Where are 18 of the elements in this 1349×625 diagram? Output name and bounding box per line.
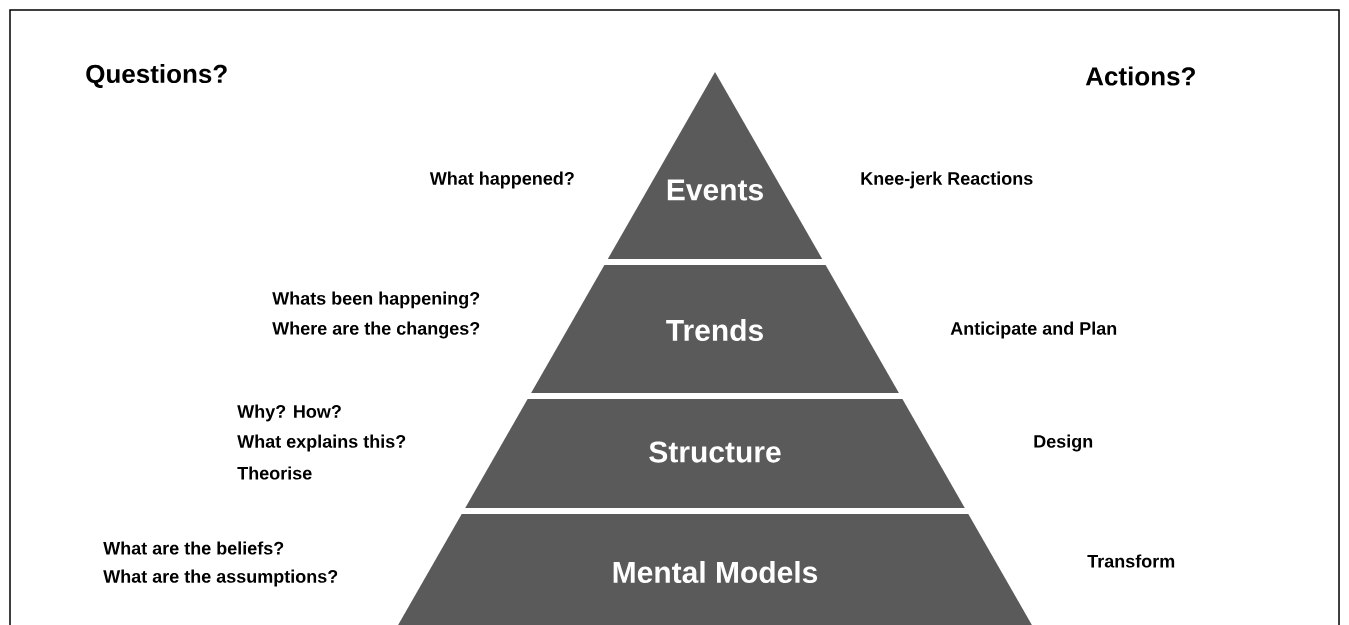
- question-text: Why? How?: [237, 404, 341, 422]
- question-text: What are the assumptions?: [103, 569, 338, 587]
- question-text: What are the beliefs?: [103, 541, 284, 555]
- column-heading: Questions?: [86, 64, 227, 88]
- action-text: Transform: [1087, 554, 1175, 568]
- question-text: Theorise: [237, 466, 312, 480]
- pyramid-band: Trends: [531, 265, 899, 393]
- column-heading: Actions?: [1085, 66, 1195, 86]
- question-text: Whats been happening?: [272, 291, 480, 309]
- question-text: What happened?: [429, 171, 574, 189]
- pyramid-band: Events: [607, 72, 823, 259]
- action-text: Anticipate and Plan: [950, 321, 1117, 339]
- pyramid-band: Mental Models: [398, 514, 1032, 625]
- pyramid-band: Structure: [465, 399, 965, 508]
- question-text: What explains this?: [237, 434, 406, 452]
- action-text: Design: [1034, 434, 1093, 452]
- question-text: Where are the changes?: [272, 321, 480, 339]
- action-text: Knee-jerk Reactions: [861, 171, 1033, 189]
